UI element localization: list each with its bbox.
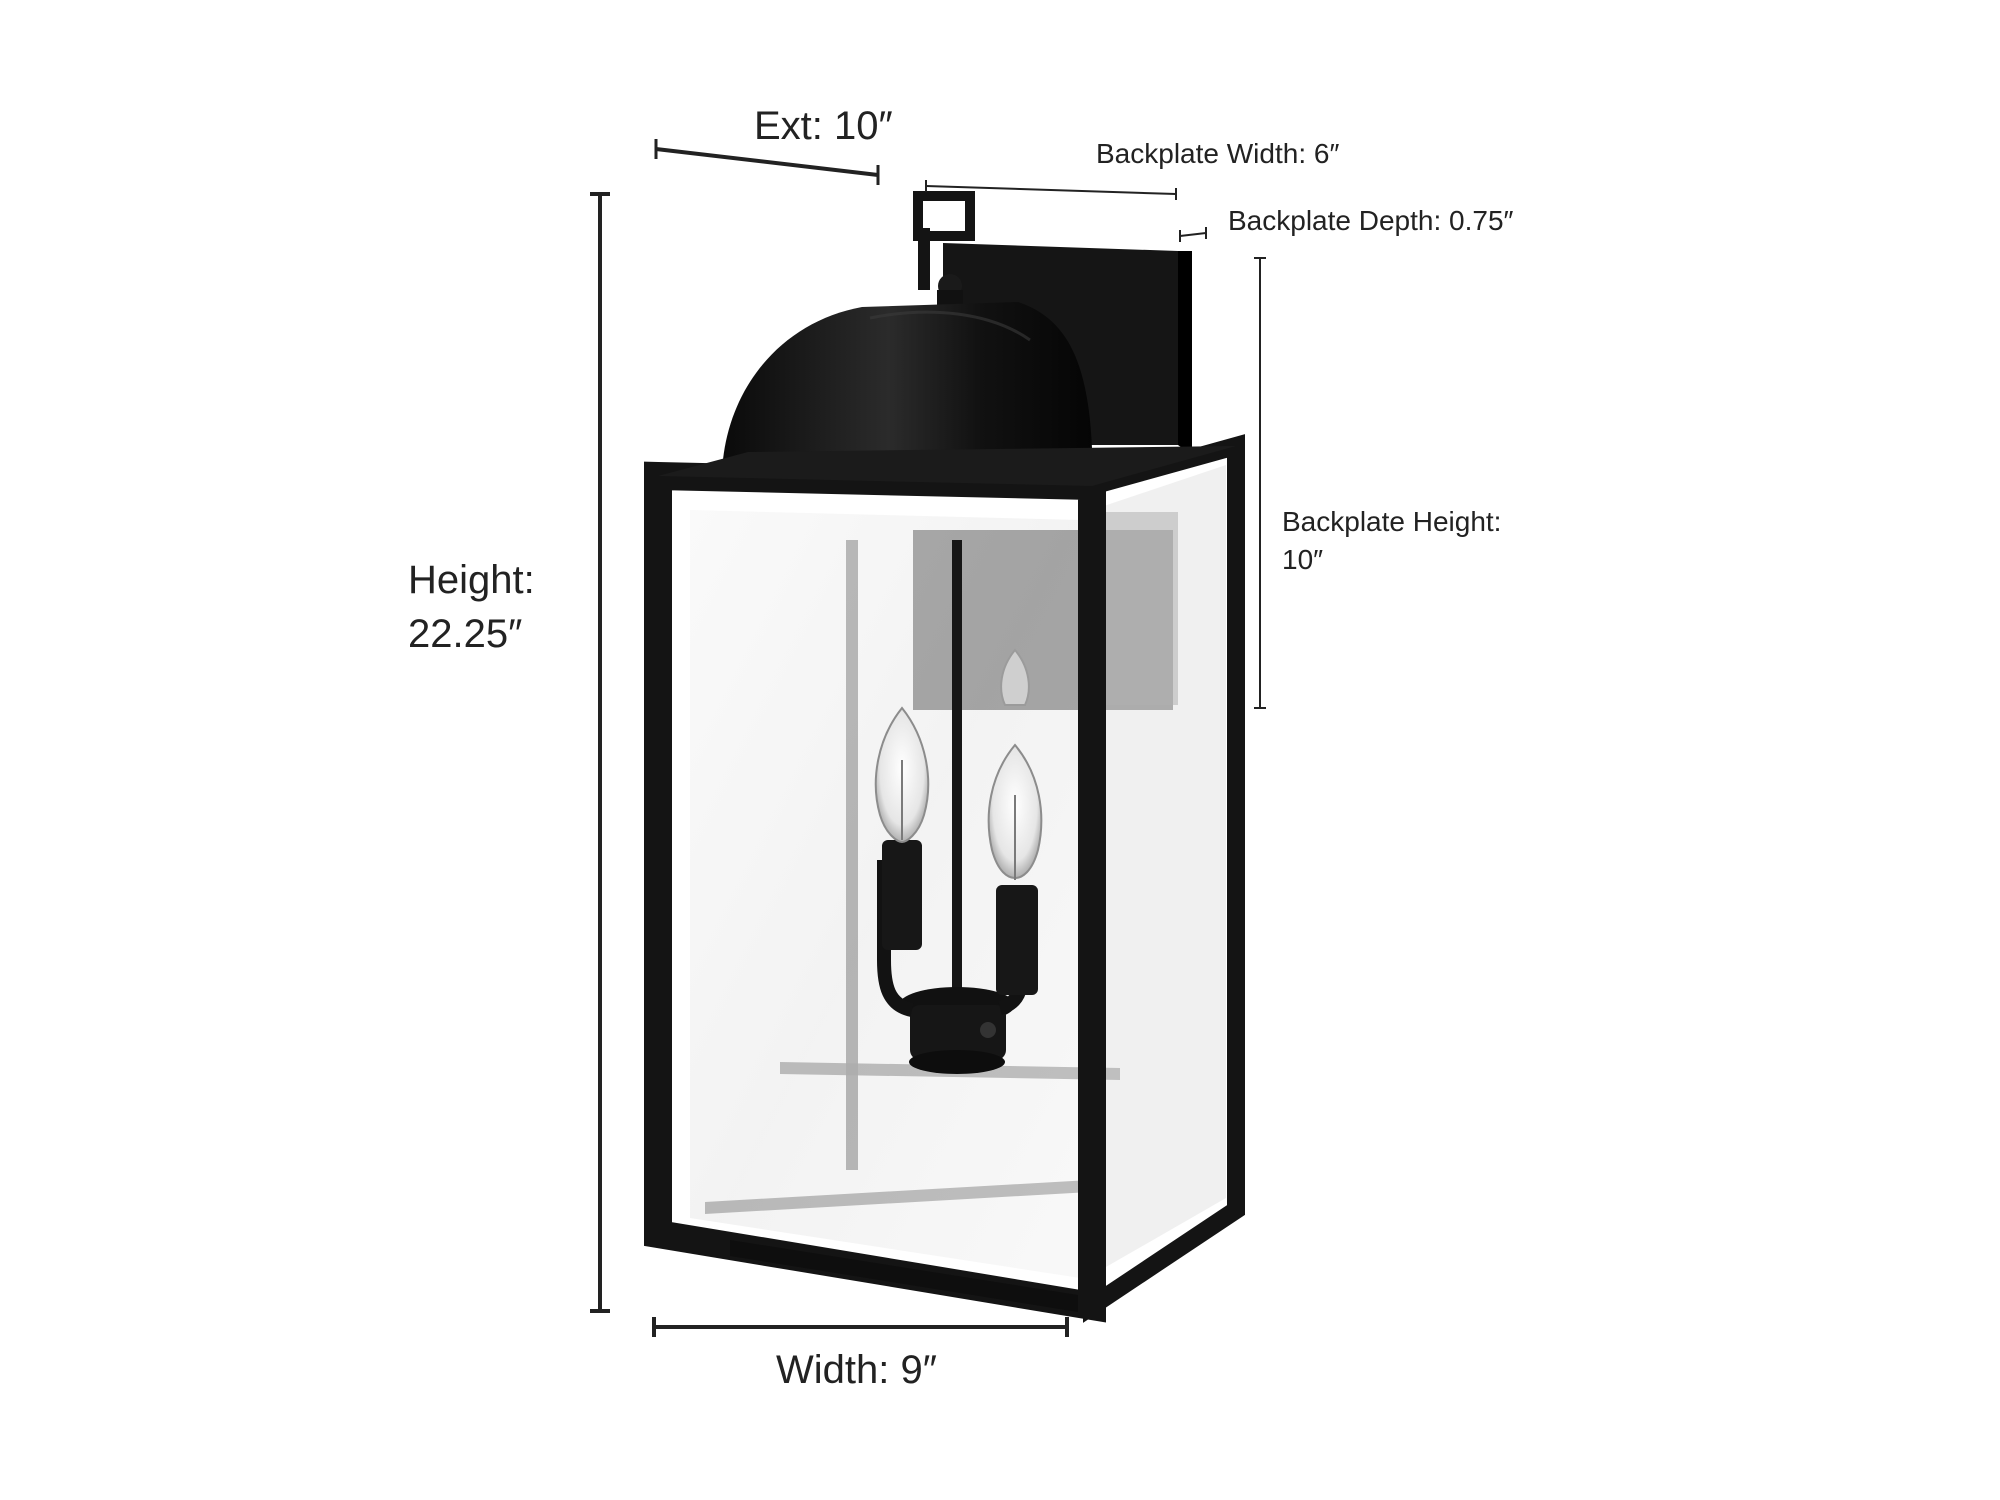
candle-bulb-icon bbox=[874, 648, 1043, 880]
candle-cluster bbox=[877, 540, 1038, 1074]
backplate-width-label: Backplate Width: 6″ bbox=[1096, 138, 1340, 169]
lantern-wall-sconce-icon bbox=[644, 191, 1245, 1323]
backplate-depth-dimension-line bbox=[1179, 227, 1207, 242]
dome-roof bbox=[722, 302, 1092, 478]
hanging-loop bbox=[913, 191, 975, 306]
width-label: Width: 9″ bbox=[776, 1348, 937, 1392]
front-frame bbox=[644, 434, 1245, 1323]
backplate-height-dimension-line bbox=[1254, 257, 1266, 709]
backplate-height-label-line1: Backplate Height: bbox=[1282, 506, 1502, 537]
backplate-width-dimension-line bbox=[925, 180, 1177, 200]
height-label-line2: 22.25″ bbox=[408, 612, 523, 656]
backplate-height-label-line2: 10″ bbox=[1282, 544, 1324, 575]
height-dimension-line bbox=[590, 192, 610, 1313]
ext-label: Ext: 10″ bbox=[754, 104, 893, 148]
side-glass-pane bbox=[1092, 465, 1226, 1275]
ext-dimension-line bbox=[654, 139, 880, 185]
width-dimension-line bbox=[652, 1317, 1069, 1337]
dimension-lines bbox=[590, 139, 1266, 1337]
height-label-line1: Height: bbox=[408, 558, 535, 602]
backplate-depth-label: Backplate Depth: 0.75″ bbox=[1228, 205, 1514, 236]
